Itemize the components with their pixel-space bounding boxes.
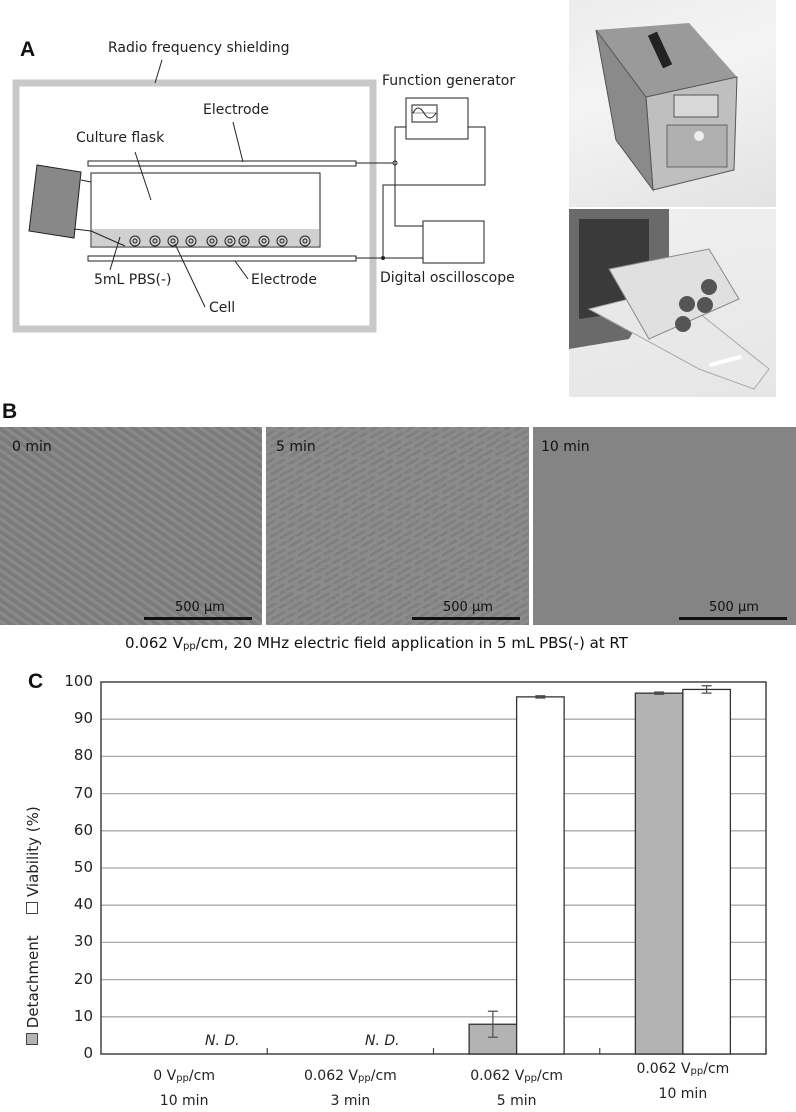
y-tick-label: 60: [73, 820, 93, 839]
bar-viability: [515, 696, 565, 1055]
caption-subscript: pp: [182, 641, 196, 652]
scale-bar: [144, 617, 252, 620]
oscilloscope-box: [422, 220, 485, 264]
y-tick-label: 100: [64, 672, 93, 690]
experimental-setup-diagram: [12, 59, 486, 333]
micrograph-0min: 0 min 500 µm: [0, 427, 262, 625]
micrograph-time-label: 5 min: [276, 439, 316, 455]
scale-bar-label: 500 µm: [443, 600, 493, 615]
y-tick-label: 50: [73, 858, 93, 876]
label-electrode-top: Electrode: [203, 102, 270, 118]
label-pbs: 5mL PBS(-): [94, 272, 172, 288]
panel-c-letter: C: [28, 670, 44, 693]
nd-annotation-2: N. D.: [365, 1033, 400, 1049]
y-tick-label: 30: [73, 932, 93, 951]
micrograph-time-label: 0 min: [12, 439, 52, 455]
photo-shielded-device: [569, 0, 776, 207]
bar-viability: [682, 688, 732, 1055]
label-rf-shielding: Radio frequency shielding: [108, 40, 290, 56]
bar-detachment: [634, 692, 684, 1055]
y-tick-label: 80: [73, 746, 93, 765]
nd-annotation-1: N. D.: [205, 1033, 240, 1049]
y-tick-label: 90: [73, 709, 93, 728]
scale-bar: [679, 617, 787, 620]
micrograph-time-label: 10 min: [541, 439, 590, 455]
y-tick-label: 70: [73, 783, 93, 802]
y-tick-label: 0: [83, 1044, 93, 1062]
micrograph-10min: 10 min 500 µm: [533, 427, 796, 625]
scale-bar-label: 500 µm: [175, 600, 225, 615]
label-culture-flask: Culture flask: [76, 130, 165, 146]
caption-part: /cm, 20 MHz electric field application i…: [195, 634, 628, 652]
y-tick-label: 10: [73, 1006, 93, 1025]
photo-flask-holder: [569, 209, 776, 397]
caption-part: 0.062 V: [125, 634, 183, 652]
label-cell: Cell: [209, 300, 236, 316]
panel-b-caption: 0.062 Vpp/cm, 20 MHz electric field appl…: [125, 634, 628, 652]
scale-bar: [412, 617, 520, 620]
scale-bar-label: 500 µm: [709, 600, 759, 615]
y-tick-label: 40: [73, 895, 93, 914]
label-oscilloscope: Digital oscilloscope: [380, 270, 515, 286]
panel-a-letter: A: [20, 38, 36, 61]
label-electrode-bottom: Electrode: [251, 272, 318, 288]
panel-b-letter: B: [2, 400, 18, 423]
micrograph-5min: 5 min 500 µm: [266, 427, 529, 625]
cells: [129, 235, 311, 247]
rf-shielding-box: [12, 79, 377, 333]
y-tick-label: 20: [73, 969, 93, 988]
label-function-generator: Function generator: [382, 73, 516, 89]
flask-cap: [28, 164, 82, 239]
